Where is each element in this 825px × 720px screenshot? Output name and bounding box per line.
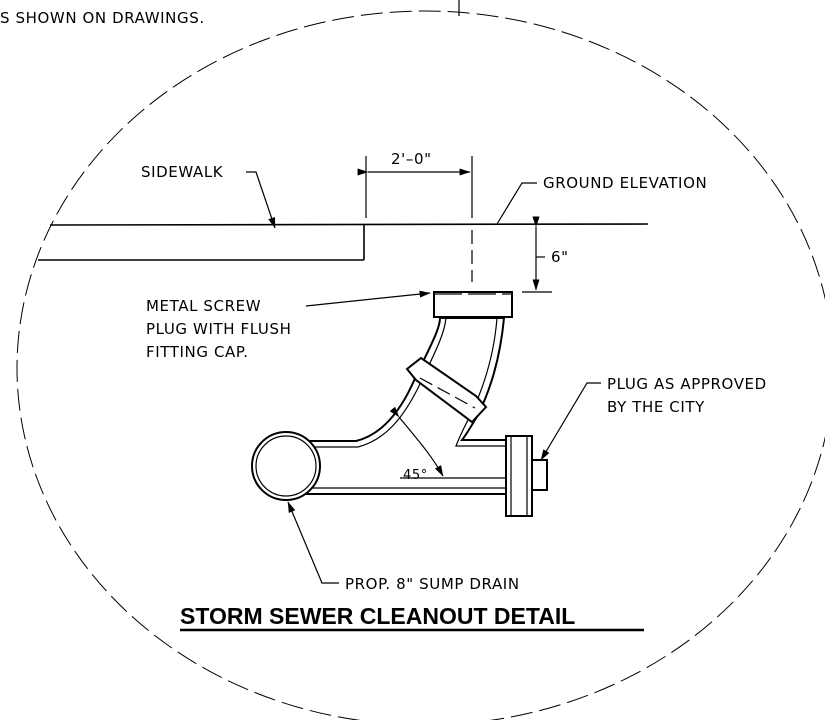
end-hub-fitting bbox=[505, 435, 533, 517]
screw-plug-label-line2: PLUG WITH FLUSH bbox=[146, 320, 292, 338]
sidewalk-label: SIDEWALK bbox=[141, 163, 224, 181]
offset-dimension-label: 2'–0" bbox=[391, 150, 432, 168]
ground-profile bbox=[38, 223, 649, 261]
screw-plug-label-line3: FITTING CAP. bbox=[146, 343, 249, 361]
note-fragment: S SHOWN ON DRAWINGS. bbox=[0, 9, 205, 27]
angle-label: 45° bbox=[403, 468, 428, 483]
sidewalk-callout: SIDEWALK bbox=[141, 163, 276, 229]
ground-elevation-leader bbox=[496, 182, 537, 225]
detail-title: STORM SEWER CLEANOUT DETAIL bbox=[180, 603, 575, 629]
depth-dimension-label: 6" bbox=[551, 248, 569, 266]
sidewalk-leader bbox=[246, 171, 276, 229]
cleanout-pipe-assembly bbox=[251, 291, 548, 517]
sump-drain-callout: PROP. 8" SUMP DRAIN bbox=[287, 501, 520, 593]
angle-arc bbox=[389, 406, 444, 477]
screw-plug-label-line1: METAL SCREW bbox=[146, 297, 261, 315]
detail-boundary-ellipse bbox=[16, 10, 825, 720]
end-plug-label-line2: BY THE CITY bbox=[607, 398, 705, 416]
ground-line bbox=[49, 223, 649, 226]
ground-elevation-callout: GROUND ELEVATION bbox=[496, 174, 707, 225]
end-plug-callout: PLUG AS APPROVED BY THE CITY bbox=[540, 375, 767, 461]
end-plug bbox=[531, 459, 548, 491]
pipe-inner-wall-left bbox=[292, 317, 447, 448]
sump-drain-inner bbox=[255, 435, 317, 497]
pipe-centerline-bend bbox=[419, 377, 476, 409]
coupling-band bbox=[405, 356, 488, 424]
screw-plug-cap bbox=[433, 291, 513, 318]
end-plug-leader bbox=[540, 382, 601, 461]
screw-plug-callout: METAL SCREW PLUG WITH FLUSH FITTING CAP. bbox=[146, 290, 431, 361]
screw-plug-leader bbox=[305, 290, 431, 307]
sump-drain-outer bbox=[251, 431, 321, 501]
sump-drain-label: PROP. 8" SUMP DRAIN bbox=[345, 575, 520, 593]
depth-dimension: 6" bbox=[522, 216, 569, 293]
sump-drain-leader bbox=[287, 501, 339, 584]
end-plug-label-line1: PLUG AS APPROVED bbox=[607, 375, 767, 393]
ground-elevation-label: GROUND ELEVATION bbox=[543, 174, 707, 192]
angle-annotation: 45° bbox=[389, 406, 506, 483]
offset-dimension: 2'–0" bbox=[357, 150, 473, 282]
